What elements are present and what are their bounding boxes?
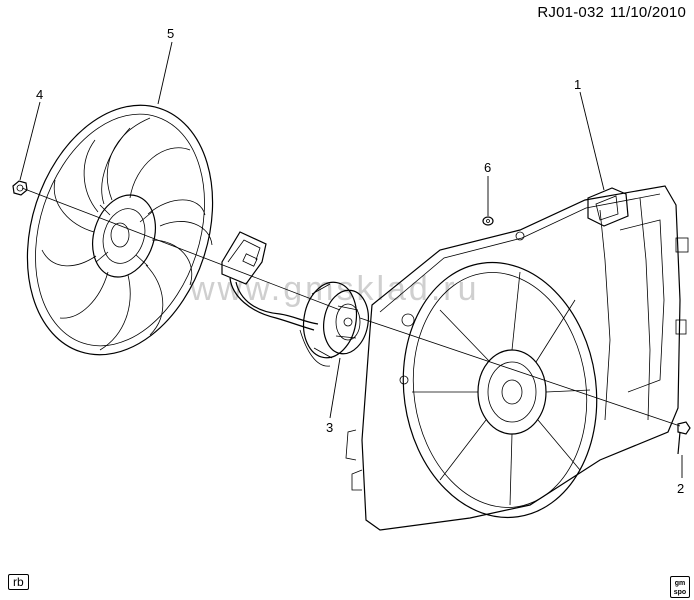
shroud-bolt[interactable]	[677, 421, 691, 455]
logo-bottom-text: spo	[673, 589, 687, 596]
logo-top-text: gm	[674, 580, 686, 587]
watermark-text: www.gmsklad.ru	[189, 270, 480, 308]
fan-nut[interactable]	[12, 180, 28, 196]
gm-spo-logo: gm spo	[670, 576, 690, 598]
diagram-reference: RJ01-032 11/10/2010	[531, 4, 686, 21]
shroud-rivet[interactable]	[482, 216, 494, 226]
callout-6: 6	[484, 160, 491, 175]
callout-2: 2	[677, 481, 684, 496]
callout-3: 3	[326, 420, 333, 435]
callout-1: 1	[574, 77, 581, 92]
fan-motor[interactable]	[221, 231, 373, 367]
callout-4: 4	[36, 87, 43, 102]
diagram-id: RJ01-032	[537, 4, 605, 21]
rb-tag: rb	[8, 574, 29, 590]
callout-5: 5	[167, 26, 174, 41]
fan-blade[interactable]	[0, 81, 243, 379]
fan-shroud[interactable]	[345, 185, 689, 531]
diagram-date: 11/10/2010	[610, 4, 686, 21]
